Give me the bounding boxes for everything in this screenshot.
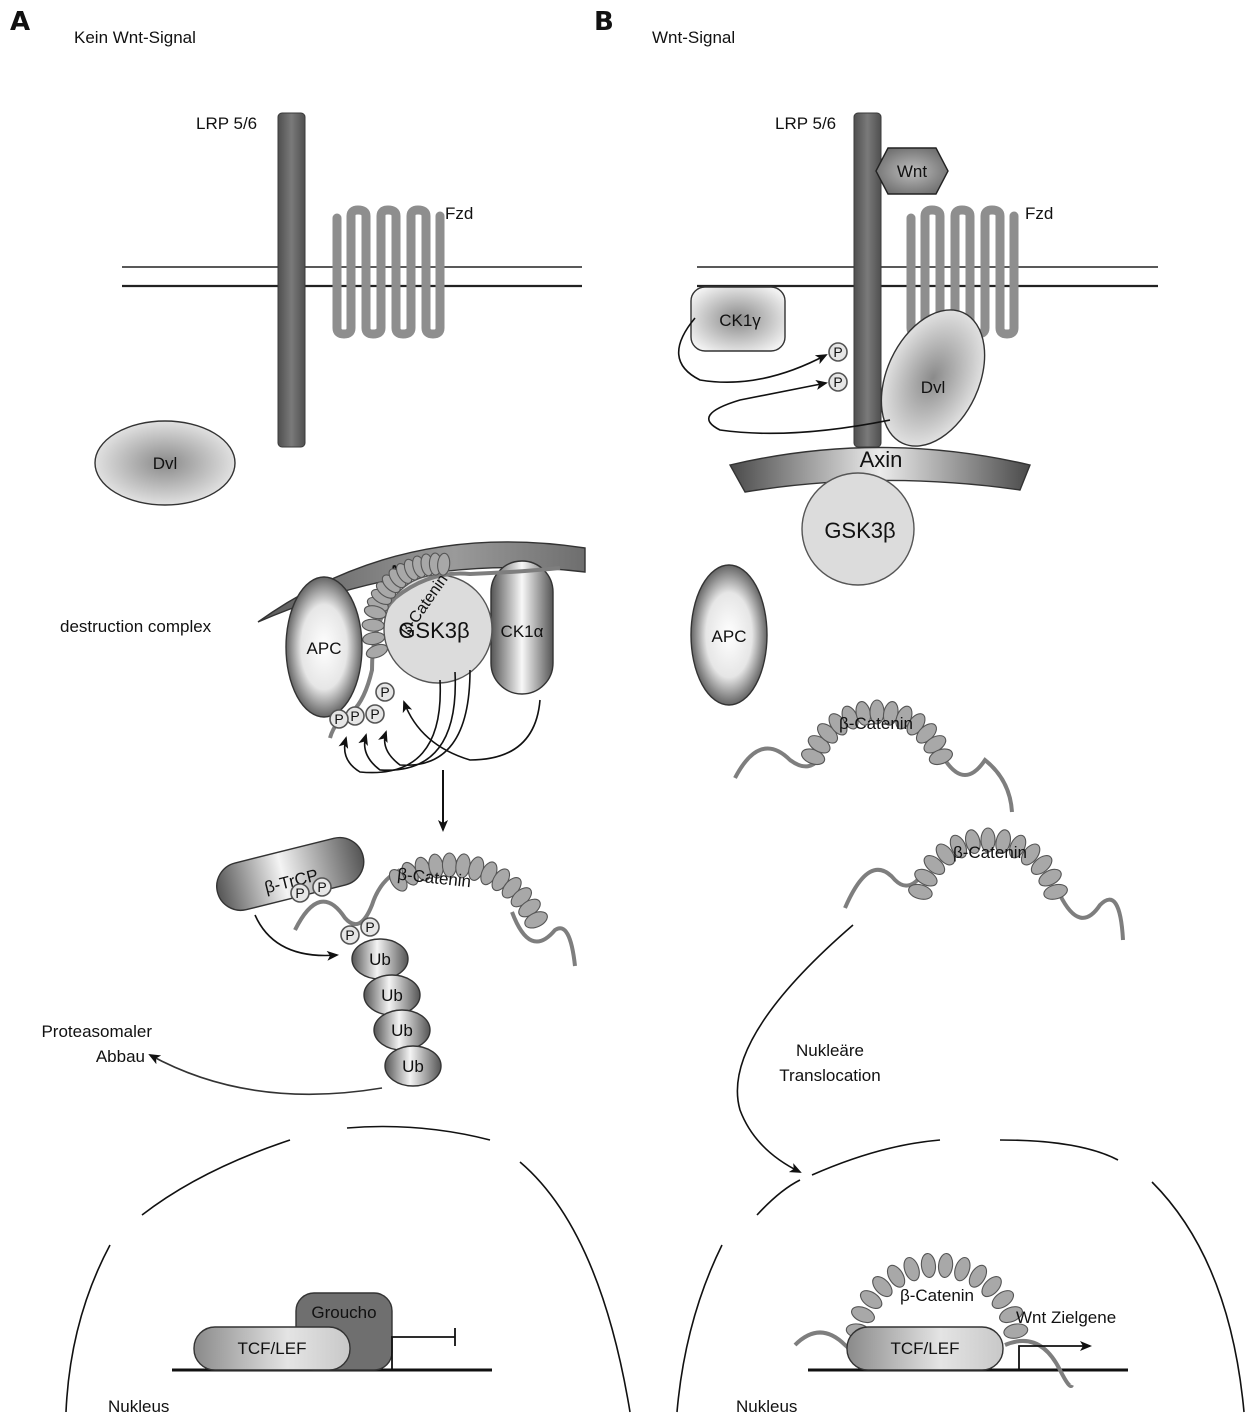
ubiquitin-label: Ub: [402, 1057, 424, 1076]
target-genes-label: Wnt Zielgene: [1016, 1308, 1116, 1327]
ubiquitin-label: Ub: [369, 950, 391, 969]
dvl-label-a: Dvl: [153, 454, 178, 473]
ubiquitin-label: Ub: [381, 986, 403, 1005]
lrp-label-a: LRP 5/6: [196, 114, 257, 133]
proteasome-arrow: [150, 1055, 382, 1094]
catenin-repeat: [937, 1253, 953, 1278]
catenin-repeat: [362, 631, 386, 646]
groucho-label: Groucho: [311, 1303, 376, 1322]
translocation-label-1: Nukleäre: [796, 1041, 864, 1060]
axin-label-b: Axin: [860, 447, 903, 472]
nucleus-label-a: Nukleus: [108, 1397, 169, 1416]
beta-catenin-tail-b4: [1060, 895, 1123, 940]
phosphate-label: P: [334, 711, 343, 727]
ubiquitination-arrow: [255, 915, 337, 956]
proteasome-label-1: Proteasomaler: [41, 1022, 152, 1041]
phosphate-label: P: [380, 684, 389, 700]
ck1a-label-a: CK1α: [501, 622, 544, 641]
proteasome-label-2: Abbau: [96, 1047, 145, 1066]
beta-catenin-tail-b2: [945, 760, 1012, 812]
lrp-label-b: LRP 5/6: [775, 114, 836, 133]
phosphate-label: P: [295, 885, 304, 901]
tcf-lef-label-b: TCF/LEF: [891, 1339, 960, 1358]
phosphate-label: P: [833, 344, 842, 360]
ck1g-label: CK1γ: [719, 311, 761, 330]
phosphate-label: P: [345, 927, 354, 943]
wnt-label: Wnt: [897, 162, 928, 181]
dvl-label-b: Dvl: [921, 378, 946, 397]
beta-catenin-label-b2: β-Catenin: [953, 843, 1027, 862]
tcf-lef-label-a: TCF/LEF: [238, 1339, 307, 1358]
phosphate-label: P: [317, 879, 326, 895]
fzd-label-b: Fzd: [1025, 204, 1053, 223]
phosphate-label: P: [370, 706, 379, 722]
beta-catenin-a2: [386, 853, 550, 931]
panel-b-letter: B: [594, 7, 614, 37]
phosphate-label: P: [365, 919, 374, 935]
ubiquitin-label: Ub: [391, 1021, 413, 1040]
fzd-receptor-a: [337, 210, 440, 334]
phosphates-b: PP: [829, 343, 847, 391]
destruction-complex-label: destruction complex: [60, 617, 212, 636]
repressed-promoter: [392, 1328, 455, 1370]
beta-catenin-label-b3: β-Catenin: [900, 1286, 974, 1305]
translocation-label-2: Translocation: [779, 1066, 880, 1085]
phosphate-label: P: [833, 374, 842, 390]
panel-a: A Kein Wnt-Signal LRP 5/6 Fzd Dvl destru…: [10, 7, 630, 1416]
lrp-receptor-b: [854, 113, 881, 447]
phosphate-label: P: [350, 708, 359, 724]
panel-a-title: Kein Wnt-Signal: [74, 28, 196, 47]
catenin-repeat: [920, 1253, 936, 1278]
apc-label-b: APC: [712, 627, 747, 646]
beta-catenin-label-b1: β-Catenin: [839, 714, 913, 733]
lrp-receptor-a: [278, 113, 305, 447]
beta-catenin-b2: [907, 828, 1069, 902]
nucleus-label-b: Nukleus: [736, 1397, 797, 1416]
panel-b-title: Wnt-Signal: [652, 28, 735, 47]
fzd-label-a: Fzd: [445, 204, 473, 223]
gsk3b-label-b: GSK3β: [824, 518, 895, 543]
apc-label-a: APC: [307, 639, 342, 658]
tcf-tail-right: [1005, 1341, 1072, 1386]
panel-b: B Wnt-Signal LRP 5/6 Wnt Fzd CK1γ Dvl PP…: [594, 7, 1244, 1416]
beta-catenin-b1: [799, 700, 954, 767]
panel-a-letter: A: [10, 7, 30, 37]
